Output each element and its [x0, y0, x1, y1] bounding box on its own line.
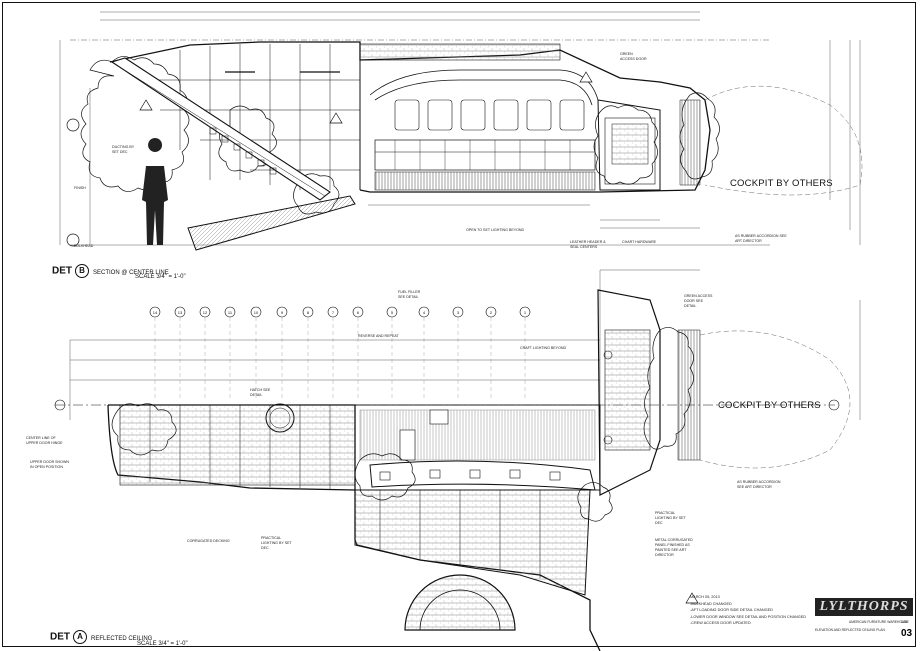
fuselage-outline — [109, 41, 711, 193]
sheet-total: 1/34 — [901, 620, 908, 624]
grid-bubble-label: 7 — [332, 310, 335, 315]
grid-bubble-label: 11 — [228, 310, 233, 315]
rear-framing — [150, 44, 360, 190]
revision-cloud — [679, 92, 720, 180]
revision-cloud — [643, 327, 694, 450]
note-accordion-upper: AS RUBBER ACCORDION SEE ART DIRECTOR — [735, 234, 787, 243]
note-metal-panel: METAL CORRUGATED PANEL FINISHED AS PAINT… — [655, 538, 693, 557]
nose-section — [597, 99, 661, 191]
note-open-set: OPEN TO SET LIGHTING BEYOND — [466, 228, 525, 232]
grid-bubble-label: 6 — [357, 310, 360, 315]
detail-a-number: A — [73, 630, 87, 644]
note-accordion-lower: AS RUBBER ACCORDION SEE ART DIRECTOR — [737, 480, 781, 489]
dimension-lines — [59, 11, 861, 246]
revision-notes: MARCH 05, 2013 -BULKHEAD CHANGED -AFT LO… — [690, 594, 815, 627]
cockpit-phantom — [699, 330, 851, 469]
revision-line: -BULKHEAD CHANGED — [690, 601, 732, 606]
grid-bubble-label: 13 — [178, 310, 183, 315]
note-corrugated: CORRUGATED DECKING — [187, 539, 230, 543]
note-practical-1: PRACTICAL LIGHTING BY SET DEC — [261, 536, 292, 550]
cockpit-phantom — [704, 86, 863, 196]
windows-row — [394, 99, 585, 131]
section-marker — [66, 118, 80, 247]
revision-cloud — [80, 56, 190, 192]
drawing-name: ELEVATION AND REFLECTED CEILING PLAN — [815, 628, 885, 632]
reflected-ceiling-plan: 14 13 12 11 10 9 8 7 6 5 4 3 2 1 — [54, 269, 861, 651]
accordion — [679, 99, 701, 186]
grid-bubble-label: 9 — [281, 310, 284, 315]
cockpit-label-lower: COCKPIT BY OTHERS — [718, 400, 821, 411]
note-green-access-lower: GREEN ACCESS DOOR SEE DETAIL — [684, 294, 713, 308]
note-reverse-repeat: REVERSE AND REPEAT — [358, 334, 399, 338]
grid-bubble-label: 8 — [307, 310, 310, 315]
sheet-number: 03 — [901, 628, 913, 639]
grid-bubbles: 14 13 12 11 10 9 8 7 6 5 4 3 2 1 — [149, 306, 531, 400]
note-fuel-filler: FUEL FILLER SEE DETAIL — [398, 290, 421, 299]
note-practical-2: PRACTICAL LIGHTING BY SET DEC — [655, 511, 686, 525]
loading-ramp — [110, 57, 331, 201]
lower-door — [187, 195, 356, 251]
cockpit-label-upper: COCKPIT BY OTHERS — [730, 178, 833, 189]
revision-cloud — [354, 453, 416, 501]
grid-bubble-label: 2 — [490, 310, 493, 315]
note-finish: FINISH — [74, 186, 86, 190]
hatch-circle — [265, 403, 295, 433]
revision-line: -AFT LOADING DOOR SIDE DETAIL CHANGED — [690, 608, 773, 612]
grid-bubble-label: 12 — [203, 310, 208, 315]
note-green-access: GREEN ACCESS DOOR — [620, 52, 647, 61]
revision-triangles — [139, 71, 593, 124]
note-leather: LEATHER HEADER & SEAL CENTERS — [570, 240, 606, 249]
revision-line: -CREW ACCESS DOOR UPDATED — [690, 621, 751, 625]
revision-line: MARCH 05, 2013 — [690, 595, 720, 599]
studio-logo: LYLTHORPS — [815, 598, 913, 616]
revision-cloud — [577, 482, 613, 522]
detail-b-number: B — [75, 264, 89, 278]
detail-b-scale: SCALE 3/4" = 1'-0" — [135, 274, 186, 280]
revision-cloud — [593, 105, 658, 185]
note-hatch: HATCH SEE DETAIL — [250, 388, 271, 397]
note-bulkhead: BULKHEAD — [74, 244, 94, 248]
grid-bubble-label: 14 — [153, 310, 158, 315]
note-chart-hw: CHART HARDWARE — [622, 240, 657, 244]
grid-bubble-label: 1 — [524, 310, 527, 315]
note-craft-lighting: CRAFT LIGHTING BEYOND — [520, 346, 567, 350]
human-scale-figure — [142, 138, 168, 245]
grid-bubble-label: 3 — [457, 310, 460, 315]
revision-triangles — [685, 592, 699, 604]
grid-bubble-label: 10 — [254, 310, 259, 315]
note-upper-door: UPPER DOOR SHOWN IN OPEN POSITION — [30, 460, 69, 469]
grid-bubble-label: 5 — [391, 310, 394, 315]
revision-cloud — [111, 403, 177, 456]
title-block: LYLTHORPS AMERICAN FURNITURE WAREHOUSE E… — [815, 598, 913, 646]
note-centerline-hinge: CENTER LINE OF UPPER DOOR HINGE — [26, 436, 63, 445]
project-name: AMERICAN FURNITURE WAREHOUSE — [849, 620, 909, 624]
detail-a-scale: SCALE 3/4" = 1'-0" — [137, 641, 188, 647]
arched-door — [404, 574, 516, 631]
nose-plan — [597, 289, 661, 496]
revision-line: -LOWER DOOR WINDOW SEE DETAIL AND POSITI… — [690, 614, 807, 619]
section-elevation — [59, 11, 863, 251]
note-ducting: DUCTING BY SET DEC — [112, 145, 135, 154]
grid-bubble-label: 4 — [423, 310, 426, 315]
